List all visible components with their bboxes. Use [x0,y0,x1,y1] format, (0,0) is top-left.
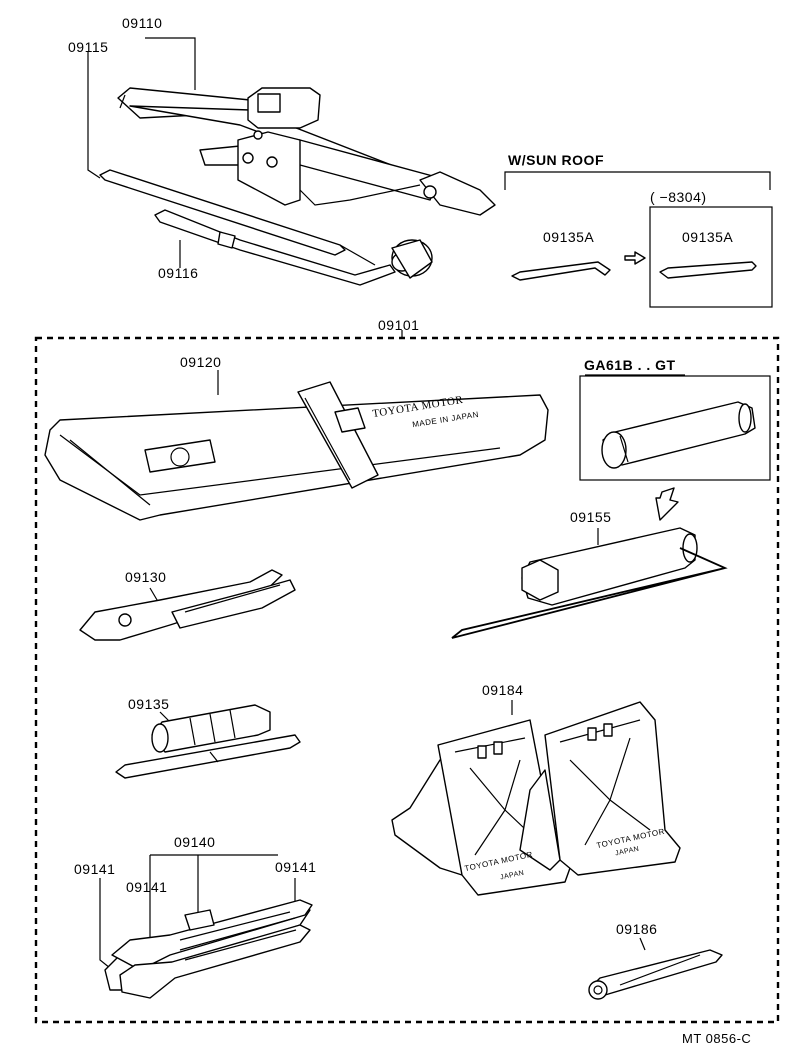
leader-09110 [145,37,196,90]
scissor-jack [87,37,496,216]
date-range-label: ( −8304) [650,189,707,205]
jack-handle [99,169,376,266]
down-arrow [655,487,679,521]
part-number-09140: 09140 [174,834,216,850]
reference-code: MT 0856-C [682,1031,752,1046]
screwdriver [115,704,301,779]
leader-09115 [87,52,101,179]
part-number-09135: 09135 [128,696,170,712]
part-number-09141-a: 09141 [74,861,116,877]
part-number-09186: 09186 [616,921,658,937]
part-number-09116: 09116 [158,265,199,281]
sun-roof-group [504,171,773,308]
sun-roof-heading: W/SUN ROOF [508,152,604,168]
ga61b-gt-group [579,374,771,521]
part-number-09184: 09184 [482,682,524,698]
part-number-09101: 09101 [378,317,420,333]
date-range-box [649,206,773,308]
part-number-09130: 09130 [125,569,167,585]
part-number-09115: 09115 [68,39,109,55]
pliers [79,569,296,641]
part-number-09110: 09110 [122,15,163,31]
sun-roof-bracket [504,171,771,190]
ga61b-gt-label: GA61B . . GT [584,357,676,373]
part-number-09120: 09120 [180,354,222,370]
spark-plug-wrench [451,527,728,639]
replaced-by-arrow [624,251,646,265]
sunroof-tool-left [511,261,611,281]
leader-09186 [639,937,646,951]
wheel-chocks [391,700,681,896]
part-number-09141-b: 09141 [126,879,168,895]
wrench-set [99,854,313,999]
spark-plug-tool [588,937,723,1000]
ga61b-gt-box [579,375,771,481]
part-number-09155: 09155 [570,509,612,525]
part-number-09141-c: 09141 [275,859,317,875]
leader-09141-a [99,878,111,969]
tool-bag [44,370,549,521]
sunroof-tool-right [659,261,757,279]
part-number-09135a-left: 09135A [543,229,595,245]
part-number-09135a-right: 09135A [682,229,734,245]
lug-wrench [154,209,433,286]
